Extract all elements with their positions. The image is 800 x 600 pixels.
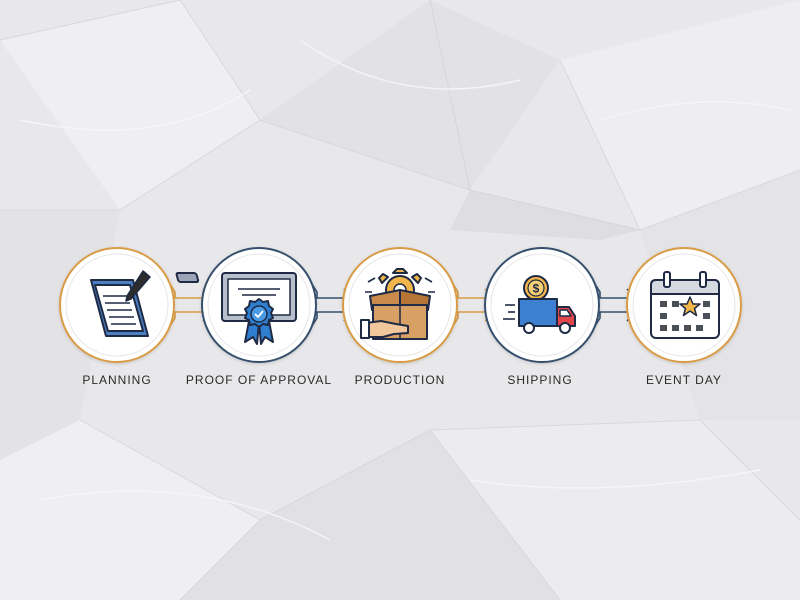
step-label-planning: PLANNING bbox=[82, 373, 152, 387]
step-label-proof-of-approval: PROOF OF APPROVAL bbox=[185, 373, 333, 387]
step-label-shipping: SHIPPING bbox=[507, 373, 573, 387]
step-label-production: PRODUCTION bbox=[354, 373, 446, 387]
step-label-event-day: EVENT DAY bbox=[646, 373, 722, 387]
certificate-icon bbox=[221, 272, 297, 345]
delivery-truck-icon: $ bbox=[503, 275, 576, 334]
production-box-icon bbox=[360, 268, 435, 340]
calendar-icon bbox=[650, 271, 720, 339]
svg-text:$: $ bbox=[533, 282, 540, 296]
clipboard-icon bbox=[90, 270, 200, 337]
